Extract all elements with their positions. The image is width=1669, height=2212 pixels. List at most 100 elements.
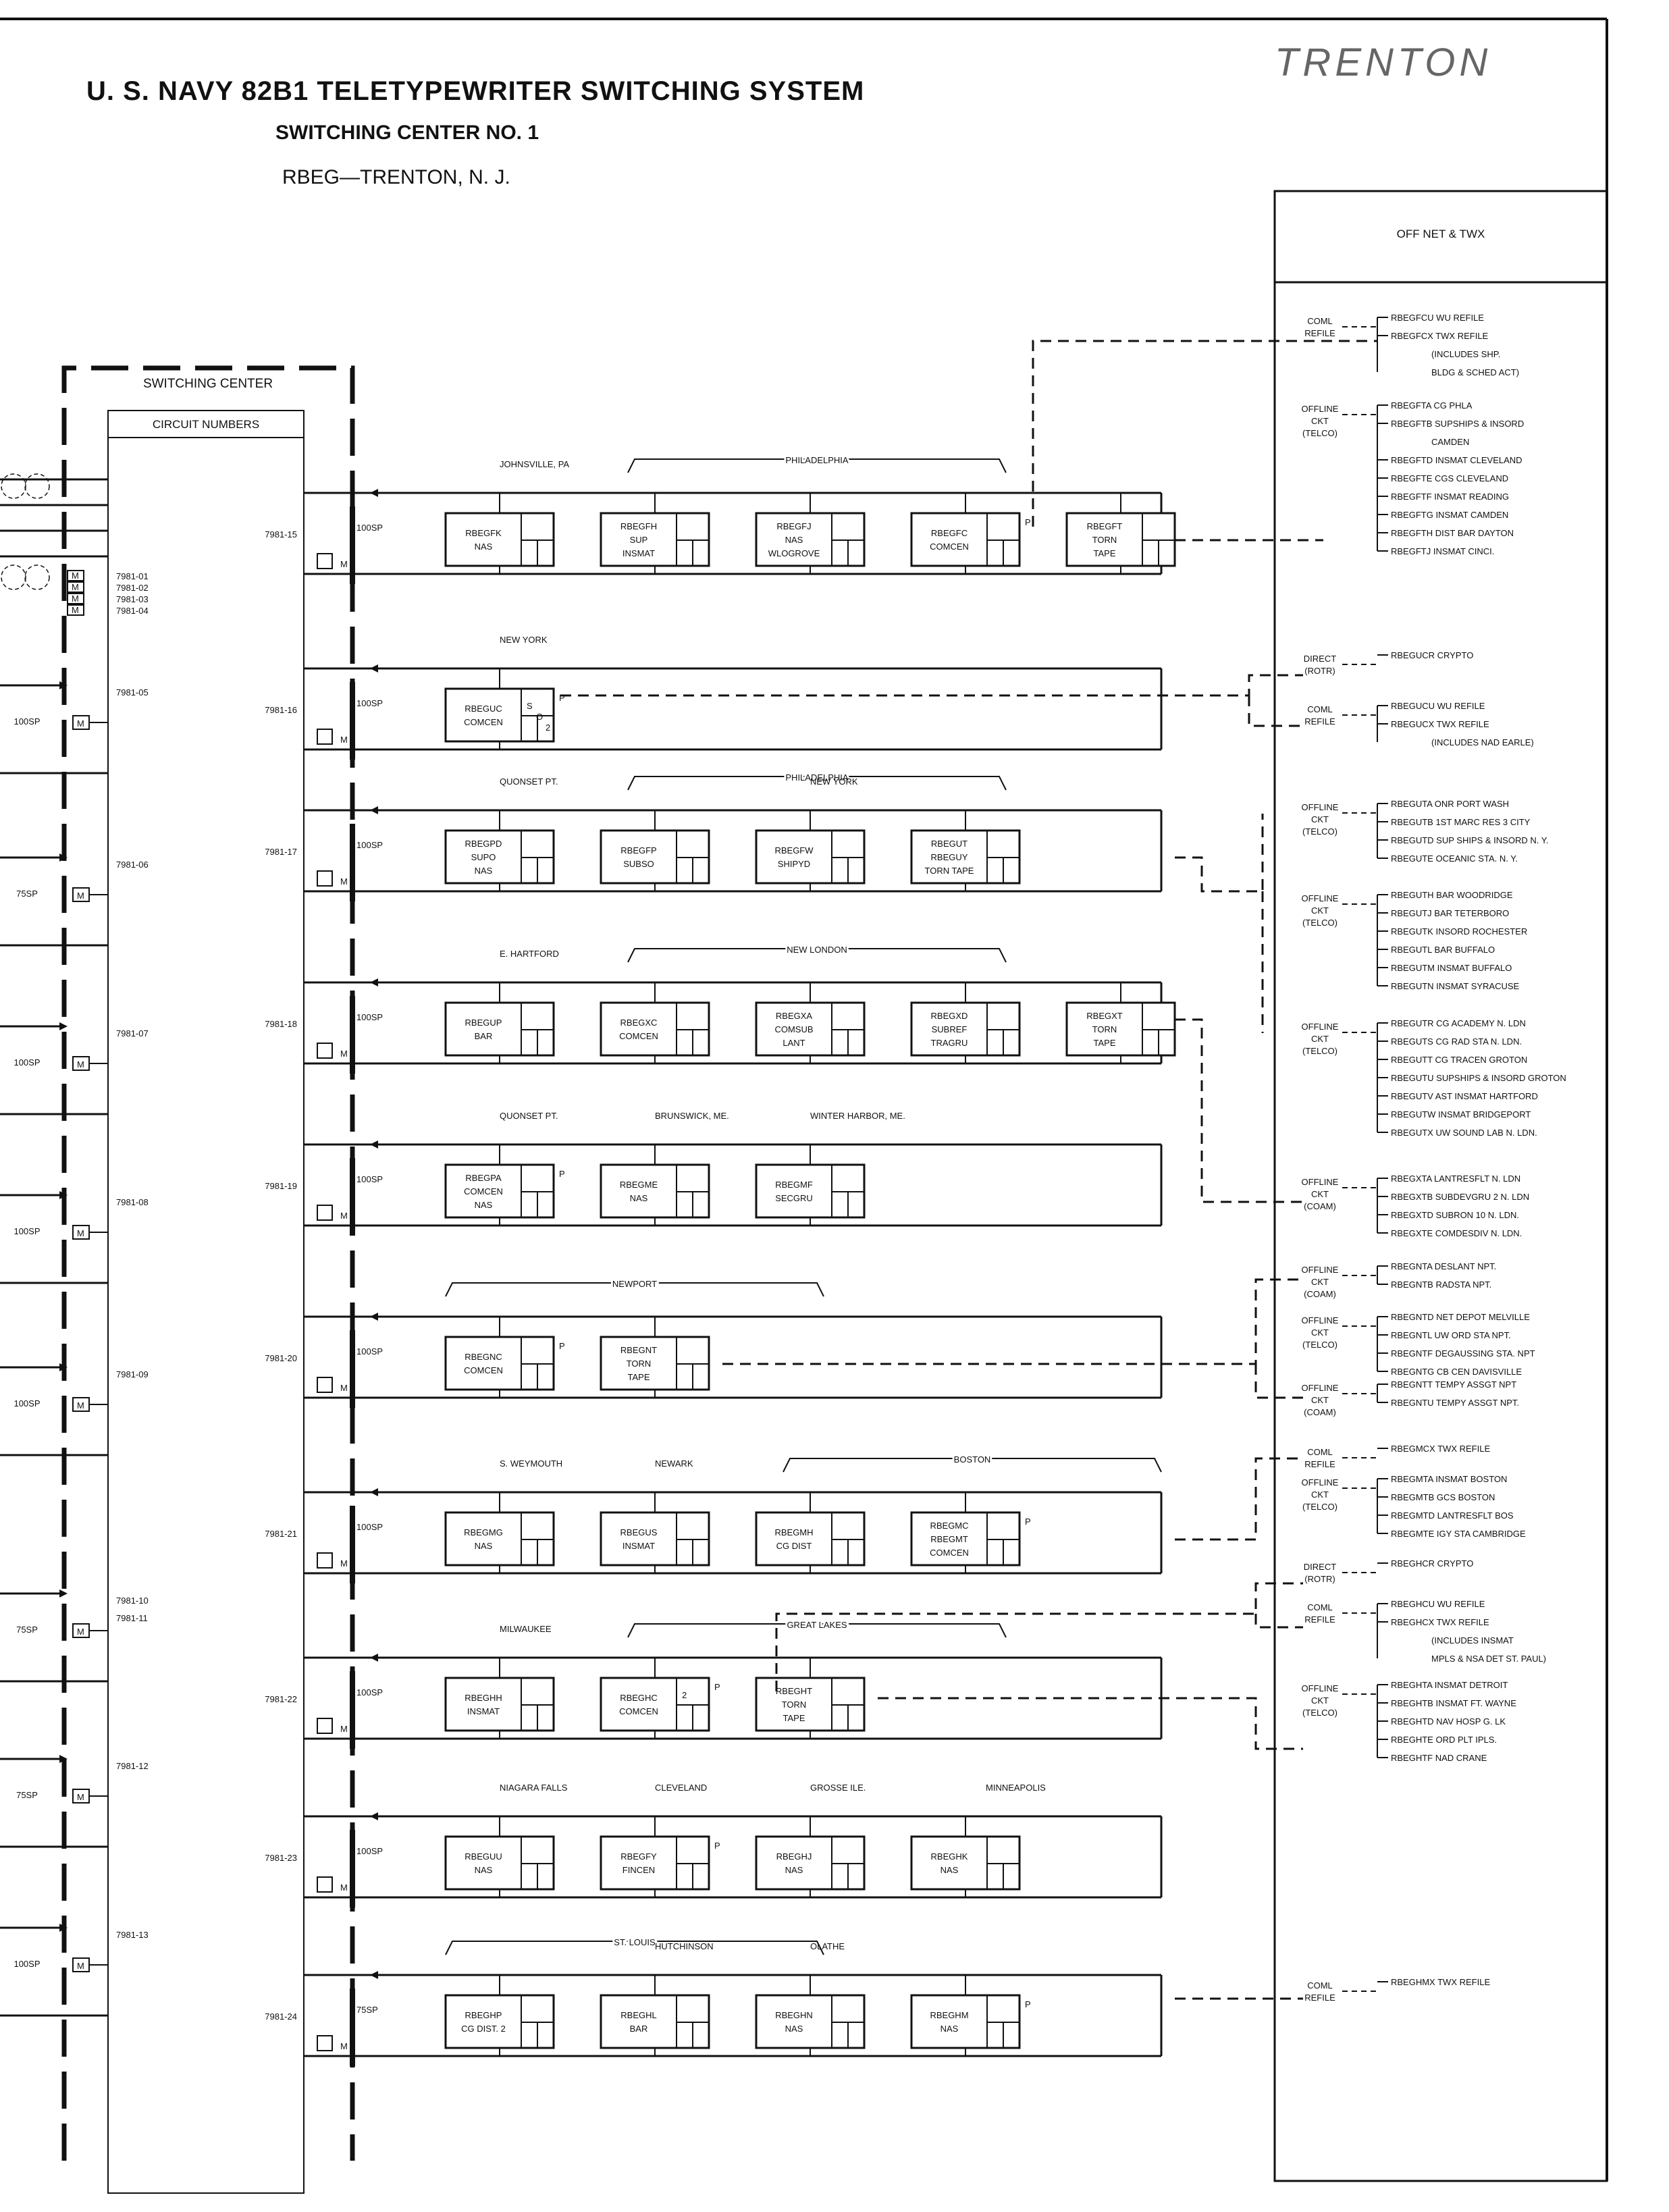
monitor-letter: M bbox=[77, 1961, 84, 1971]
loop-symbol bbox=[24, 473, 50, 499]
offnet-entry: RBEGMTE IGY STA CAMBRIDGE bbox=[1391, 1529, 1526, 1539]
station-label: RBEGFJ bbox=[776, 521, 811, 531]
offnet-entry: RBEGFTD INSMAT CLEVELAND bbox=[1391, 455, 1522, 465]
group-label: BRUNSWICK, ME. bbox=[655, 1111, 729, 1121]
offnet-entry: RBEGUTE OCEANIC STA. N. Y. bbox=[1391, 853, 1518, 864]
station-unit bbox=[537, 1539, 554, 1566]
circuit-numbers-title: CIRCUIT NUMBERS bbox=[153, 418, 259, 431]
station-label: COMCEN bbox=[930, 542, 969, 552]
offnet-entry: RBEGFTE CGS CLEVELAND bbox=[1391, 473, 1508, 483]
offnet-entry: RBEGXTD SUBRON 10 N. LDN. bbox=[1391, 1210, 1519, 1220]
monitor-box bbox=[317, 553, 333, 569]
monitor-letter: M bbox=[77, 1792, 84, 1802]
station-label: TAPE bbox=[1094, 548, 1116, 558]
offnet-group-label: COML bbox=[1307, 704, 1333, 714]
group-bracket bbox=[627, 948, 1007, 963]
station-label: RBEGUU bbox=[465, 1851, 502, 1862]
circuit-id: 7981-10 bbox=[116, 1596, 149, 1606]
offnet-group-label: CKT bbox=[1311, 814, 1329, 824]
station-tag: P bbox=[559, 1169, 565, 1179]
arrow-head bbox=[370, 978, 378, 986]
offnet-group-label: OFFLINE bbox=[1302, 802, 1339, 812]
station-unit bbox=[847, 1704, 865, 1731]
offnet-group-label: COML bbox=[1307, 316, 1333, 326]
station-label: RBEGPD bbox=[465, 839, 502, 849]
circuit-speed: 100SP bbox=[356, 1687, 383, 1697]
offnet-group-label: REFILE bbox=[1304, 1614, 1335, 1625]
station-label: RBEGFH bbox=[620, 521, 657, 531]
monitor-letter: M bbox=[340, 559, 348, 569]
station-label: RBEGHH bbox=[465, 1693, 502, 1703]
station-label: NAS bbox=[785, 535, 803, 545]
circuit-speed: 100SP bbox=[356, 1522, 383, 1532]
arrow-head bbox=[370, 806, 378, 814]
station-unit bbox=[847, 1029, 865, 1056]
station-label: COMSUB bbox=[774, 1024, 813, 1034]
station-label: RBEGHP bbox=[465, 2010, 502, 2020]
circuit-id: 7981-09 bbox=[116, 1369, 149, 1379]
station-label: RBEGXT bbox=[1086, 1011, 1123, 1021]
offnet-entry: RBEGUTK INSORD ROCHESTER bbox=[1391, 926, 1527, 937]
arrow-head bbox=[370, 664, 378, 673]
offnet-entry: RBEGUTA ONR PORT WASH bbox=[1391, 799, 1509, 809]
offnet-entry: RBEGNTD NET DEPOT MELVILLE bbox=[1391, 1312, 1530, 1322]
station-label: SUBREF bbox=[932, 1024, 968, 1034]
offnet-entry: RBEGUTV AST INSMAT HARTFORD bbox=[1391, 1091, 1538, 1101]
monitor-box bbox=[317, 2035, 333, 2051]
station-mini: O bbox=[536, 712, 543, 722]
offnet-group: DIRECT(ROTR)RBEGHCR CRYPTO bbox=[1304, 1558, 1474, 1584]
offnet-group-label: CKT bbox=[1311, 1034, 1329, 1044]
offnet-entry: RBEGFTJ INSMAT CINCI. bbox=[1391, 546, 1494, 556]
monitor-box bbox=[67, 604, 84, 616]
circuit-id: 7981-01 bbox=[116, 571, 149, 581]
station-label: TRAGRU bbox=[931, 1038, 968, 1048]
page-location: RBEG—TRENTON, N. J. bbox=[282, 166, 510, 188]
offnet-group-label: OFFLINE bbox=[1302, 1683, 1339, 1693]
offnet-entry: RBEGNTL UW ORD STA NPT. bbox=[1391, 1330, 1511, 1340]
offnet-group-label: OFFLINE bbox=[1302, 1022, 1339, 1032]
station-label: RBEGHM bbox=[930, 2010, 968, 2020]
arrow-head bbox=[59, 1022, 68, 1030]
page-subtitle: SWITCHING CENTER NO. 1 bbox=[275, 122, 539, 144]
circuit-id: 7981-11 bbox=[116, 1613, 148, 1623]
group-bracket bbox=[627, 1623, 1007, 1638]
station-unit bbox=[1003, 2022, 1020, 2049]
monitor-letter: M bbox=[340, 735, 348, 745]
station-label: TORN TAPE bbox=[925, 866, 974, 876]
circuit-id: 7981-24 bbox=[265, 2011, 297, 2022]
offnet-entry: RBEGUTL BAR BUFFALO bbox=[1391, 945, 1495, 955]
group-bracket bbox=[445, 1941, 824, 1955]
group-bracket bbox=[627, 458, 1007, 473]
station-label: RBEGMH bbox=[774, 1527, 813, 1537]
station-label: TORN bbox=[1092, 1024, 1117, 1034]
group-bracket bbox=[627, 776, 1007, 791]
station-label: RBEGMT bbox=[930, 1534, 968, 1544]
station-unit bbox=[847, 539, 865, 567]
station-label: NAS bbox=[941, 2024, 959, 2034]
offnet-group-label: REFILE bbox=[1304, 1993, 1335, 2003]
group-label: GREAT LAKES bbox=[787, 1620, 847, 1630]
station-mini: 2 bbox=[682, 1690, 687, 1700]
monitor-box bbox=[317, 1876, 333, 1893]
station-label: RBEGXA bbox=[776, 1011, 813, 1021]
group-label: CLEVELAND bbox=[655, 1783, 707, 1793]
monitor-letter: M bbox=[72, 594, 79, 604]
station-unit bbox=[537, 715, 554, 742]
circuit-id: 7981-06 bbox=[116, 860, 149, 870]
offnet-group-label: REFILE bbox=[1304, 716, 1335, 727]
